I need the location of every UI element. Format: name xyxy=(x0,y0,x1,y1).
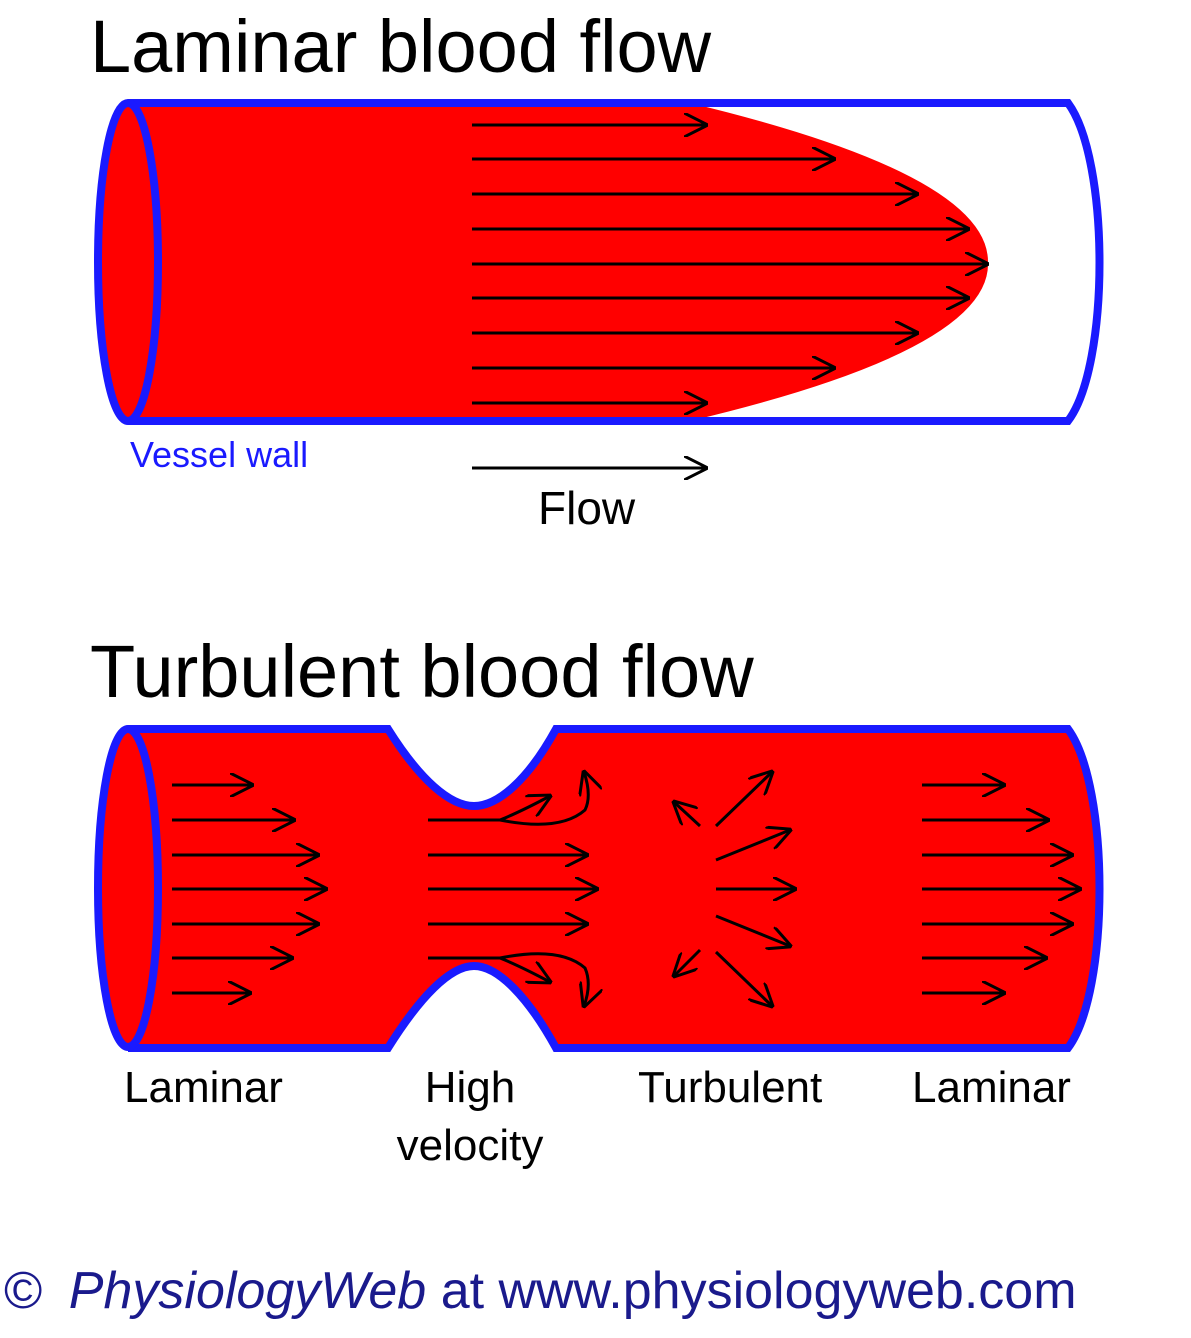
laminar-vessel-wall xyxy=(128,99,1104,425)
label-high-velocity-line1: High xyxy=(425,1063,516,1112)
credit-brand: PhysiologyWeb xyxy=(69,1262,426,1320)
curl-arrow xyxy=(499,956,550,982)
laminar-flow-arrows xyxy=(472,125,987,403)
right-laminar-arrows xyxy=(922,785,1080,993)
turbulent-vessel-wall xyxy=(128,725,1104,1052)
chaotic-arrow xyxy=(674,948,702,976)
high-velocity-arrows xyxy=(428,772,597,1006)
turbulent-arrows xyxy=(674,772,795,1006)
turbulent-title: Turbulent blood flow xyxy=(90,630,754,713)
copyright-symbol: © xyxy=(4,1262,42,1320)
chaotic-arrow xyxy=(715,914,790,946)
vessel-wall-label: Vessel wall xyxy=(130,434,308,475)
label-high-velocity-line2: velocity xyxy=(397,1121,544,1170)
left-laminar-arrows xyxy=(172,785,326,993)
flow-legend-label: Flow xyxy=(538,482,636,534)
turbulent-blood-body xyxy=(128,729,1100,1048)
chaotic-arrow xyxy=(714,950,772,1006)
laminar-blood-body xyxy=(128,103,989,421)
credit-url: at www.physiologyweb.com xyxy=(441,1262,1077,1320)
region-labels: Laminar High velocity Turbulent Laminar xyxy=(124,1063,1071,1170)
laminar-vessel-opening xyxy=(94,99,162,425)
turbulent-vessel-opening xyxy=(94,725,162,1051)
laminar-title: Laminar blood flow xyxy=(90,5,712,88)
chaotic-arrow xyxy=(715,830,790,862)
label-laminar-left: Laminar xyxy=(124,1063,283,1112)
chaotic-arrow xyxy=(674,802,702,828)
curl-arrow xyxy=(499,772,588,826)
label-turbulent: Turbulent xyxy=(638,1063,822,1112)
credit-line: © PhysiologyWeb at www.physiologyweb.com xyxy=(4,1262,1077,1320)
curl-arrow xyxy=(499,796,550,822)
curl-arrow xyxy=(499,952,588,1006)
turbulent-vessel xyxy=(94,725,1104,1052)
chaotic-arrow xyxy=(714,772,772,828)
laminar-vessel xyxy=(94,99,1104,425)
label-laminar-right: Laminar xyxy=(912,1063,1071,1112)
